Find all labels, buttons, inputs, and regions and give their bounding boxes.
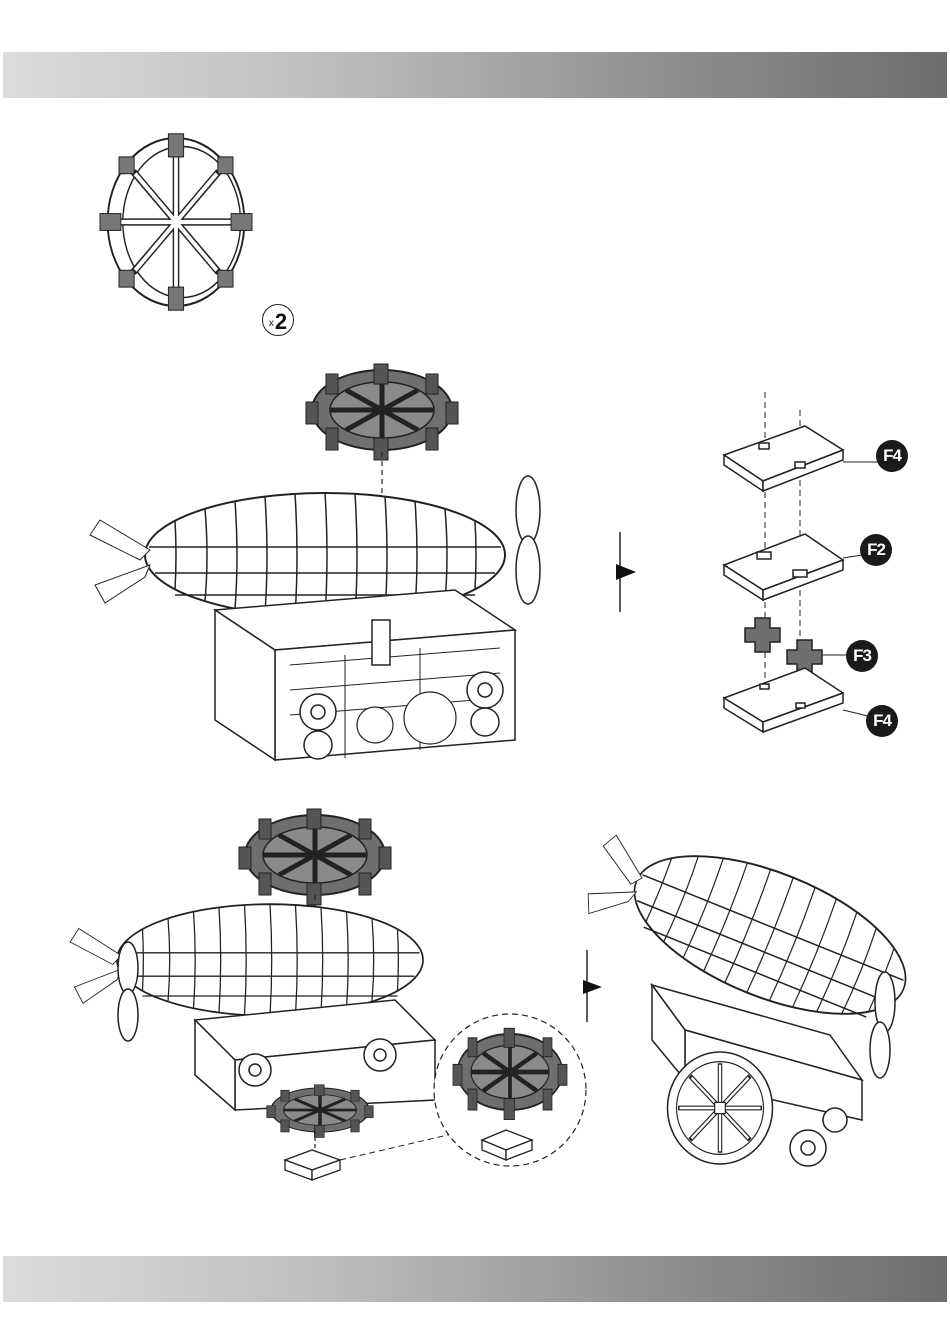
part-label-f4-top: F4 [876,440,908,472]
airship-illustration [90,364,540,760]
quantity-count: 2 [275,309,287,335]
part-label-f4-bottom: F4 [866,705,898,737]
airship-illustration [70,809,478,1180]
wheel-illustration [100,134,252,310]
assembly-diagram [724,392,880,732]
part-label-f3: F3 [846,640,878,672]
airship-illustration [572,807,926,1166]
arrow-right-icon [583,950,602,1022]
zoom-detail-circle [434,1014,586,1166]
quantity-circle: x 2 [262,304,294,336]
arrow-right-icon [616,532,636,612]
part-label-f2: F2 [860,534,892,566]
quantity-prefix: x [269,318,274,329]
quantity-badge: x 2 [262,304,294,336]
